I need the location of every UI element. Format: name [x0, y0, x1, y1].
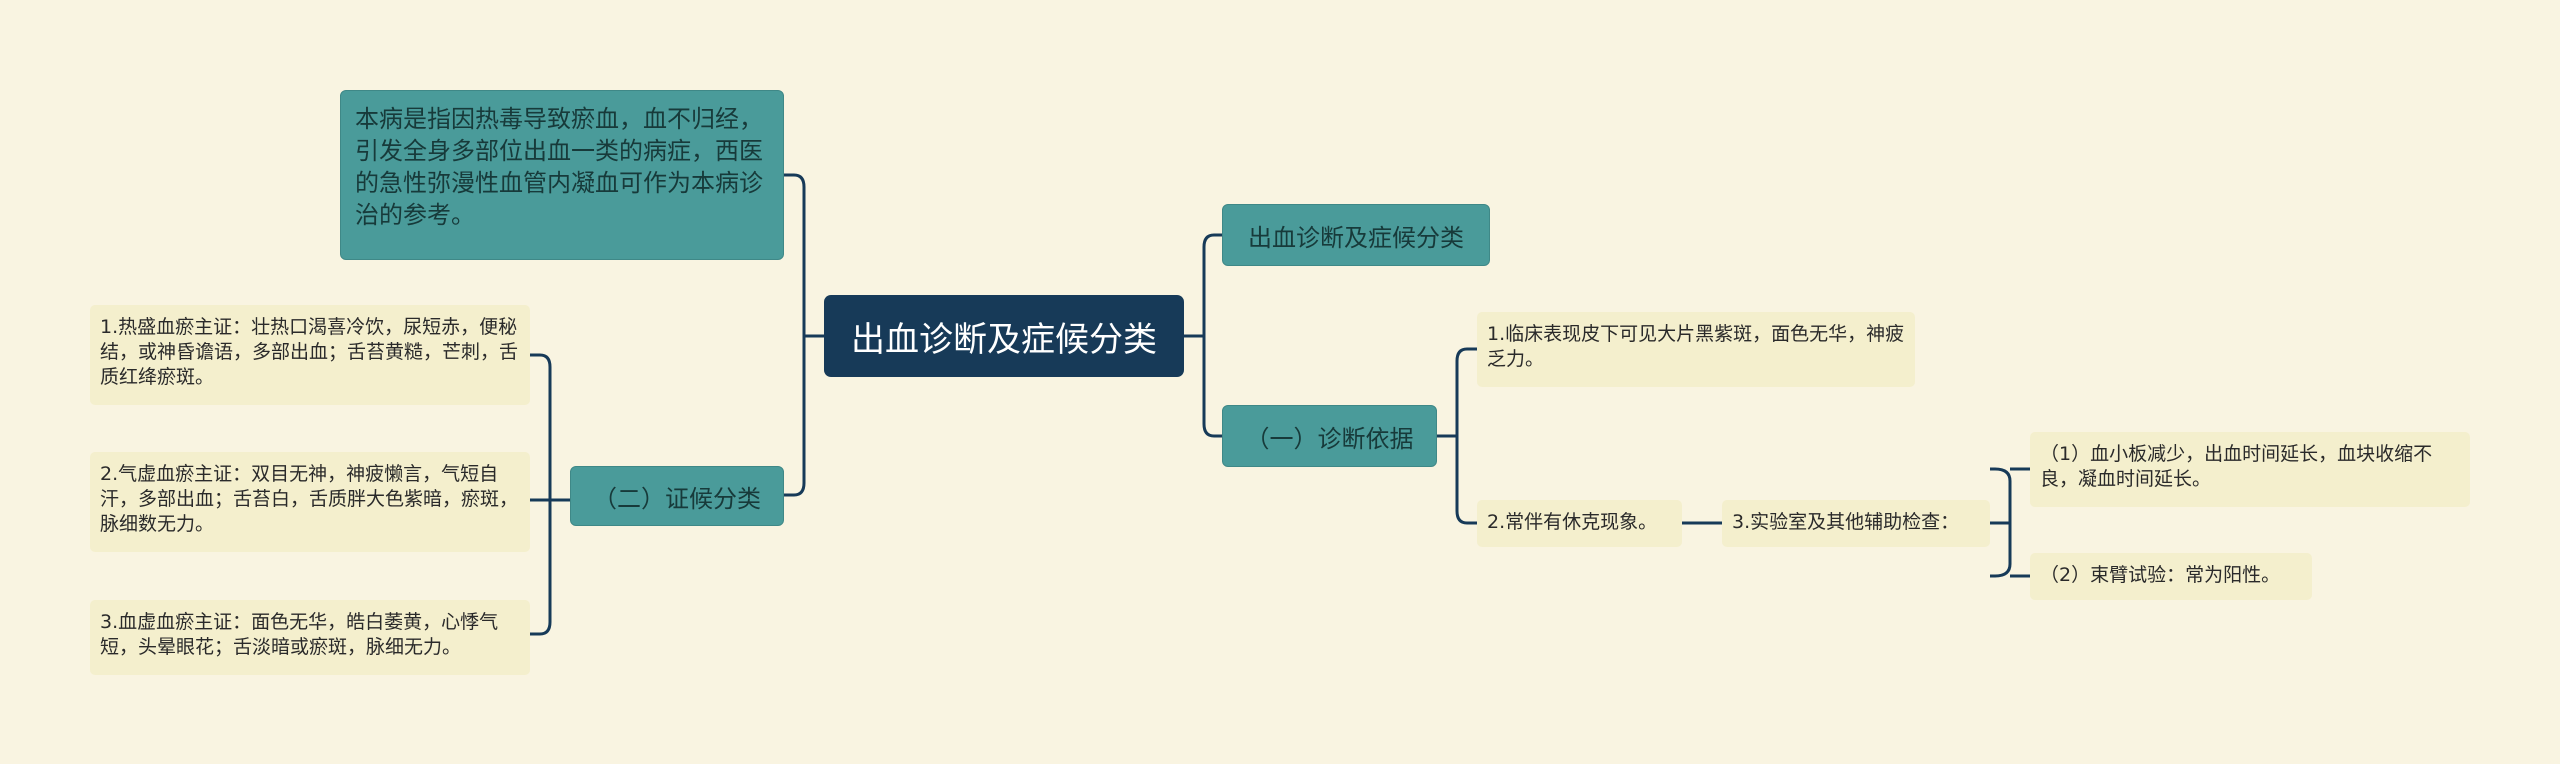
lab-item-2[interactable]: （2）束臂试验：常为阳性。	[2030, 553, 2312, 600]
diagnosis-item-1-text: 1.临床表现皮下可见大片黑紫斑，面色无华，神疲乏力。	[1487, 323, 1905, 370]
diagnosis-item-1[interactable]: 1.临床表现皮下可见大片黑紫斑，面色无华，神疲乏力。	[1477, 312, 1915, 387]
connector-diagnosis-trunk	[1455, 347, 1477, 525]
category-label: 出血诊断及症候分类	[1248, 223, 1464, 252]
syndromes-label: （二）证候分类	[593, 484, 761, 513]
lab-item-1-text: （1）血小板减少，出血时间延长，血块收缩不良，凝血时间延长。	[2040, 443, 2433, 490]
syndrome-item-1[interactable]: 1.热盛血瘀主证：壮热口渴喜冷饮，尿短赤，便秘结，或神昏谵语，多部出血；舌苔黄糙…	[90, 305, 530, 405]
syndrome-item-2-text: 2.气虚血瘀主证：双目无神，神疲懒言，气短自汗，多部出血；舌苔白，舌质胖大色紫暗…	[100, 463, 519, 535]
root-label: 出血诊断及症候分类	[851, 319, 1157, 360]
lab-item-2-text: （2）束臂试验：常为阳性。	[2040, 564, 2281, 586]
connector-left-trunk	[784, 173, 806, 497]
lab-node[interactable]: 3.实验室及其他辅助检查：	[1722, 500, 1990, 547]
diagnosis-label: （一）诊断依据	[1245, 424, 1414, 453]
description-text: 本病是指因热毒导致瘀血，血不归经，引发全身多部位出血一类的病症，西医的急性弥漫性…	[355, 105, 763, 229]
root-node[interactable]: 出血诊断及症候分类	[824, 295, 1184, 377]
diagnosis-item-2-text: 2.常伴有休克现象。	[1487, 511, 1658, 533]
description-node[interactable]: 本病是指因热毒导致瘀血，血不归经，引发全身多部位出血一类的病症，西医的急性弥漫性…	[340, 90, 784, 260]
diagnosis-node[interactable]: （一）诊断依据	[1222, 405, 1437, 467]
syndrome-item-2[interactable]: 2.气虚血瘀主证：双目无神，神疲懒言，气短自汗，多部出血；舌苔白，舌质胖大色紫暗…	[90, 452, 530, 552]
category-node[interactable]: 出血诊断及症候分类	[1222, 204, 1490, 266]
syndrome-item-3-text: 3.血虚血瘀主证：面色无华，皓白萎黄，心悸气短，头晕眼花；舌淡暗或瘀斑，脉细无力…	[100, 611, 499, 658]
syndromes-node[interactable]: （二）证候分类	[570, 466, 784, 526]
syndrome-item-3[interactable]: 3.血虚血瘀主证：面色无华，皓白萎黄，心悸气短，头晕眼花；舌淡暗或瘀斑，脉细无力…	[90, 600, 530, 675]
connector-right-trunk	[1202, 233, 1222, 438]
syndrome-item-1-text: 1.热盛血瘀主证：壮热口渴喜冷饮，尿短赤，便秘结，或神昏谵语，多部出血；舌苔黄糙…	[100, 316, 519, 388]
connector-syndromes-trunk	[530, 353, 552, 636]
lab-label: 3.实验室及其他辅助检查：	[1732, 511, 1960, 533]
lab-item-1[interactable]: （1）血小板减少，出血时间延长，血块收缩不良，凝血时间延长。	[2030, 432, 2470, 507]
diagnosis-item-2[interactable]: 2.常伴有休克现象。	[1477, 500, 1682, 547]
